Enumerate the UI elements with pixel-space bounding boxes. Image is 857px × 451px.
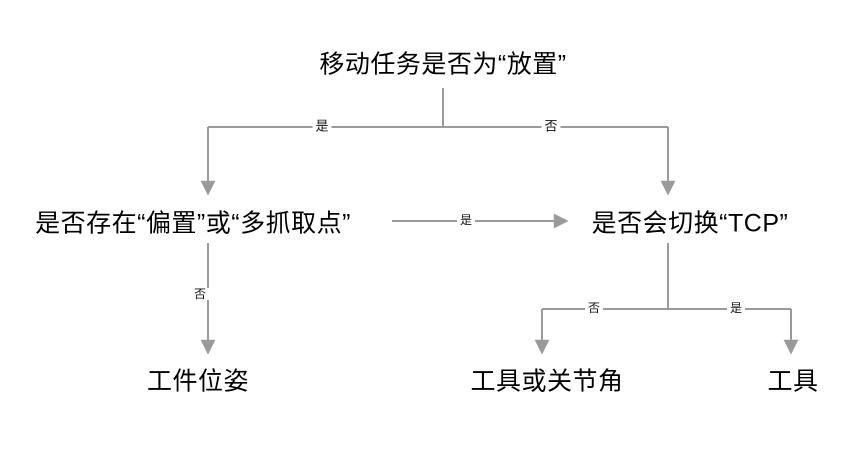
node-root-question: 移动任务是否为“放置”	[319, 50, 567, 79]
node-switch-tcp-question: 是否会切换“TCP”	[591, 209, 789, 238]
edge-label-offset-no: 否	[190, 288, 210, 300]
node-offset-or-multigrasp-question: 是否存在“偏置”或“多抓取点”	[35, 209, 351, 238]
leaf-workpiece-pose: 工件位姿	[146, 367, 250, 396]
edge-label-tcp-yes: 是	[726, 302, 746, 314]
edge-label-root-yes: 是	[312, 119, 332, 133]
edge-label-tcp-no: 否	[584, 302, 604, 314]
leaf-tool: 工具	[767, 367, 819, 396]
edge-label-root-no: 否	[541, 119, 561, 133]
leaf-tool-or-joint-angle: 工具或关节角	[470, 367, 624, 396]
edge-label-offset-yes: 是	[456, 214, 476, 226]
